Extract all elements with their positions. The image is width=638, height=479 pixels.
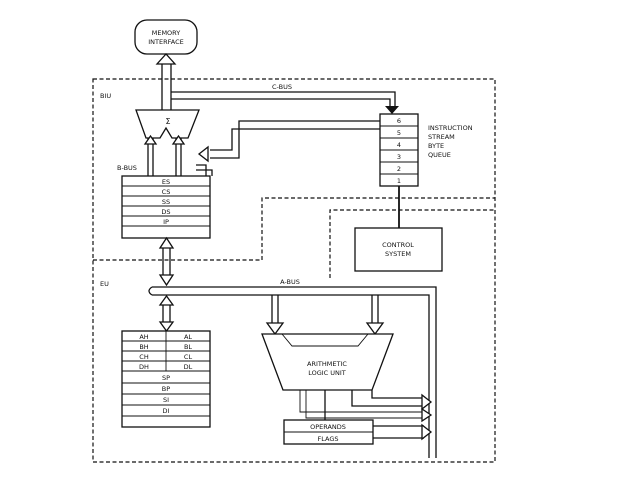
general-registers: AH AL BH BL CH CL DH DL SP BP SI DI [121,330,211,428]
queue-slot: 5 [397,129,401,137]
eu-control-divider [329,209,495,278]
segment-register: DS [161,208,170,216]
arrow-down [385,106,399,114]
arrow-up [158,236,175,249]
queue-feedback [197,120,380,163]
register-high: CH [139,353,149,361]
flags-label: FLAGS [317,435,338,443]
c-bus: C-BUS [171,83,399,114]
register-high: AH [139,333,148,341]
pointer-register: SI [163,396,169,404]
segment-register: ES [162,178,170,186]
register-low: AL [184,333,192,341]
control-system: CONTROL SYSTEM [354,227,443,272]
c-bus-label: C-BUS [272,83,292,91]
register-high: DH [139,363,149,371]
arrow-right [421,423,433,441]
arrow-right [421,407,433,423]
queue-label-line2: STREAM [428,133,455,141]
memory-interface-label-line1: MEMORY [152,29,181,37]
b-bus-label: B-BUS [117,164,137,172]
queue-slot: 3 [397,153,401,161]
arrow-down [158,321,175,333]
register-low: CL [184,353,193,361]
b-bus: B-BUS [117,134,186,176]
biu-eu-divider [93,197,495,261]
alu-label-line1: ARITHMETIC [307,360,347,368]
segment-register: SS [162,198,170,206]
arrow-up [143,134,158,145]
outer-boundary [92,78,496,463]
pointer-register: DI [163,407,170,415]
queue-label-line1: INSTRUCTION [428,124,473,132]
control-label-line2: SYSTEM [385,250,411,258]
alu-label-line2: LOGIC UNIT [308,369,346,377]
alu: ARITHMETIC LOGIC UNIT [261,333,394,391]
a-bus-label: A-BUS [280,278,300,286]
register-low: DL [184,363,193,371]
memory-interface-label-line2: INTERFACE [148,38,184,46]
register-low: BL [184,343,192,351]
register-high: BH [139,343,148,351]
alu-inputs [265,295,385,336]
queue-slot: 2 [397,165,401,173]
arrow-right [421,393,433,411]
arrow-up [158,294,175,306]
operands-label: OPERANDS [310,423,346,431]
address-adder: Σ [135,109,200,139]
operands-flags: OPERANDS FLAGS [283,419,433,445]
biu-label: BIU [100,92,111,100]
queue-label-line3: BYTE [428,142,444,150]
segment-registers: ES CS SS DS IP [121,175,211,239]
memory-interface: MEMORY INTERFACE [134,19,198,55]
arrow-down [265,322,285,336]
biu-eu-link [158,236,175,287]
pointer-register: SP [162,374,170,382]
unit-boundaries [92,78,496,463]
segment-register: IP [163,218,169,226]
arrow-down [158,274,175,287]
register-feedback [196,164,213,176]
arrow-down [365,322,385,336]
arrow-up [155,53,177,65]
alu-outputs [299,390,433,423]
segment-register: CS [162,188,171,196]
queue-label-line4: QUEUE [428,151,451,159]
register-link [158,294,175,333]
sigma-symbol: Σ [165,117,170,126]
memory-link [155,53,177,110]
queue-slot: 4 [397,141,401,149]
queue-slot: 6 [397,117,401,125]
arrow-up [171,134,186,145]
eu-label: EU [100,280,109,288]
pointer-register: BP [162,385,170,393]
control-label-line1: CONTROL [382,241,414,249]
queue-slot: 1 [397,177,401,185]
arrow-left [197,145,209,163]
instruction-queue: 6 5 4 3 2 1 INSTRUCTION STREAM BYTE QUEU… [379,113,473,187]
